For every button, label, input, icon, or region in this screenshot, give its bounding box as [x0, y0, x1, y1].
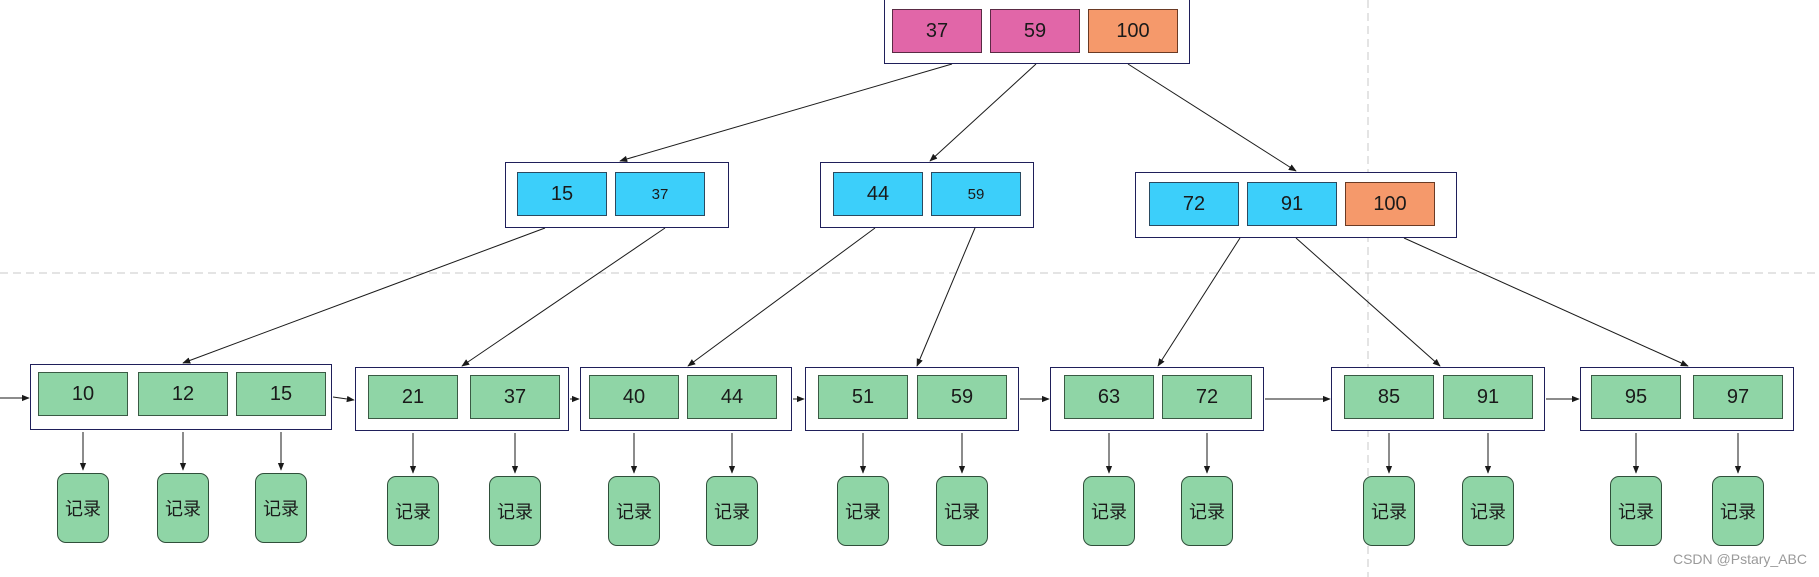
leaf-key: 85 [1344, 375, 1434, 419]
leaf-key: 40 [589, 375, 679, 419]
leaf-key: 63 [1064, 375, 1154, 419]
leaf-key: 95 [1591, 375, 1681, 419]
tree-edge-arrow [1157, 237, 1241, 367]
leaf-key: 59 [917, 375, 1007, 419]
internal-key: 59 [931, 172, 1021, 216]
leaf-key: 10 [38, 372, 128, 416]
record-block: 记录 [608, 476, 660, 546]
leaf-key: 72 [1162, 375, 1252, 419]
tree-edge-arrow [182, 227, 546, 364]
internal-key: 15 [517, 172, 607, 216]
leaf-key: 12 [138, 372, 228, 416]
record-block: 记录 [1363, 476, 1415, 546]
record-block: 记录 [57, 473, 109, 543]
record-block: 记录 [1610, 476, 1662, 546]
record-block: 记录 [1083, 476, 1135, 546]
tree-edge-arrow [916, 227, 976, 367]
record-block: 记录 [706, 476, 758, 546]
tree-edge-arrow [1127, 63, 1297, 172]
watermark: CSDN @Pstary_ABC [1672, 551, 1807, 567]
internal-key: 44 [833, 172, 923, 216]
record-block: 记录 [489, 476, 541, 546]
tree-edge-arrow [1295, 237, 1441, 367]
root-key: 59 [990, 9, 1080, 53]
internal-key: 91 [1247, 182, 1337, 226]
leaf-key: 51 [818, 375, 908, 419]
leaf-key: 91 [1443, 375, 1533, 419]
leaf-key: 44 [687, 375, 777, 419]
leaf-key: 15 [236, 372, 326, 416]
tree-edge-arrow [619, 63, 953, 163]
record-block: 记录 [1462, 476, 1514, 546]
tree-edge-arrow [461, 227, 666, 367]
record-block: 记录 [157, 473, 209, 543]
leaf-key: 21 [368, 375, 458, 419]
record-block: 记录 [387, 476, 439, 546]
internal-key: 100 [1345, 182, 1435, 226]
record-block: 记录 [1181, 476, 1233, 546]
tree-edge-arrow [687, 227, 876, 367]
internal-key: 72 [1149, 182, 1239, 226]
root-key: 100 [1088, 9, 1178, 53]
internal-key: 37 [615, 172, 705, 216]
leaf-link-arrow [332, 395, 355, 403]
root-key: 37 [892, 9, 982, 53]
record-block: 记录 [1712, 476, 1764, 546]
record-block: 记录 [936, 476, 988, 546]
leaf-key: 37 [470, 375, 560, 419]
tree-edge-arrow [929, 63, 1037, 162]
leaf-key: 97 [1693, 375, 1783, 419]
record-block: 记录 [255, 473, 307, 543]
record-block: 记录 [837, 476, 889, 546]
tree-edge-arrow [1403, 237, 1689, 367]
